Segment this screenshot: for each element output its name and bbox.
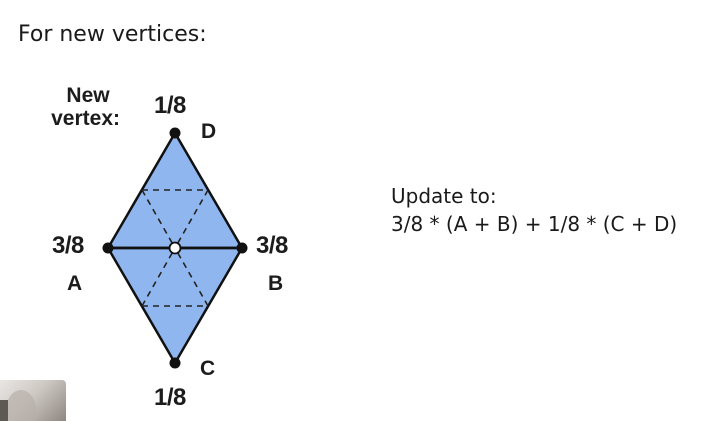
webcam-thumbnail [0,380,66,421]
vertex-d-dot [169,127,181,139]
update-note: Update to: 3/8 * (A + B) + 1/8 * (C + D) [391,182,677,238]
page-heading: For new vertices: [18,22,207,47]
weight-right: 3/8 [256,232,288,259]
update-note-title: Update to: [391,184,497,208]
subdivision-dashes [141,189,209,307]
vertex-a-dot [102,242,114,254]
vertex-name-a: A [67,272,83,295]
weight-bottom: 1/8 [154,384,186,411]
new-vertex-label: New vertex: [44,84,120,130]
weight-top: 1/8 [154,92,186,119]
new-vertex-label-line2: vertex: [51,107,120,131]
weight-left: 3/8 [52,232,84,259]
new-vertex-label-line1: New [66,84,110,107]
vertex-name-b: B [268,272,284,295]
vertex-name-c: C [200,357,216,380]
update-formula: 3/8 * (A + B) + 1/8 * (C + D) [391,212,678,236]
vertex-c-dot [169,357,181,369]
new-vertex-dot [168,241,182,255]
vertex-b-dot [236,242,248,254]
vertex-name-d: D [201,120,217,143]
